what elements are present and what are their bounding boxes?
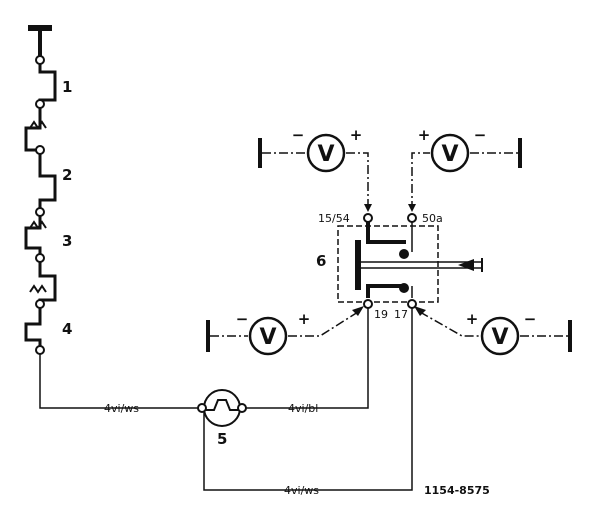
drawing-reference: 1154-8575 bbox=[424, 484, 490, 497]
battery-terminals bbox=[35, 55, 45, 355]
voltmeter-top-right-plus: + bbox=[418, 126, 431, 144]
wire-label-4vi-bl: 4vi/bl bbox=[288, 402, 318, 415]
voltmeter-top-left-minus: − bbox=[292, 126, 305, 144]
terminal-label-15-54: 15/54 bbox=[318, 212, 350, 225]
voltmeter-bottom-right-plus: + bbox=[466, 310, 479, 328]
voltmeter-bottom-right-symbol: V bbox=[491, 325, 508, 350]
wire-label-4vi-ws: 4vi/ws bbox=[104, 402, 139, 415]
voltmeter-bottom-left-minus: − bbox=[236, 310, 249, 328]
terminal-label-17: 17 bbox=[394, 308, 408, 321]
voltmeter-bottom-right: V + − bbox=[466, 310, 537, 356]
component-5 bbox=[197, 389, 247, 427]
battery-label-3: 3 bbox=[62, 232, 72, 250]
component-label-5: 5 bbox=[217, 430, 227, 448]
voltmeter-bottom-left: V − + bbox=[236, 310, 311, 356]
battery-string bbox=[24, 25, 57, 352]
probe-lines bbox=[210, 152, 568, 337]
voltmeter-top-right: V + − bbox=[418, 126, 487, 173]
component-6 bbox=[337, 222, 483, 303]
voltmeter-top-right-minus: − bbox=[474, 126, 487, 144]
relay-terminals bbox=[363, 213, 417, 309]
terminal-label-19: 19 bbox=[374, 308, 388, 321]
voltmeter-top-left-symbol: V bbox=[317, 142, 334, 167]
component-label-6: 6 bbox=[316, 252, 326, 270]
wire-label-4vi-ws-lower: 4vi/ws bbox=[284, 484, 319, 497]
voltmeter-bottom-right-minus: − bbox=[524, 310, 537, 328]
terminal-label-50a: 50a bbox=[422, 212, 443, 225]
voltmeter-top-left: V − + bbox=[292, 126, 363, 173]
relay-contacts bbox=[399, 249, 474, 293]
probe-arrowheads bbox=[352, 204, 426, 316]
battery-label-1: 1 bbox=[62, 78, 72, 96]
voltmeter-bottom-left-symbol: V bbox=[259, 325, 276, 350]
probe-end-bars bbox=[206, 138, 572, 352]
voltmeter-bottom-left-plus: + bbox=[298, 310, 311, 328]
voltmeter-top-left-plus: + bbox=[350, 126, 363, 144]
wires bbox=[39, 302, 413, 491]
battery-label-2: 2 bbox=[62, 166, 72, 184]
battery-label-4: 4 bbox=[62, 320, 72, 338]
voltmeter-top-right-symbol: V bbox=[441, 142, 458, 167]
